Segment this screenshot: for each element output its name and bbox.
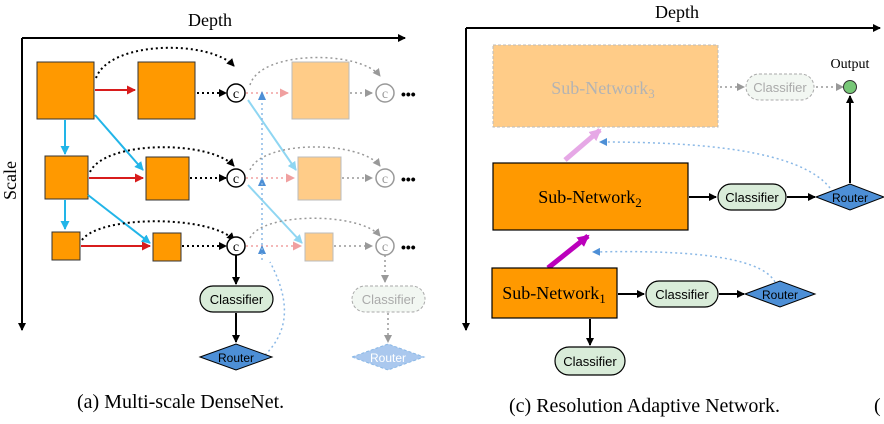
classifier-0: Classifier — [554, 346, 626, 376]
magenta-upscale-arrow — [546, 234, 590, 270]
output-node: Output — [831, 57, 870, 94]
router-feedback-tick — [258, 177, 266, 186]
faded-dense-connection — [249, 56, 381, 86]
concat-node: c — [226, 236, 246, 256]
dense-connection — [95, 46, 235, 79]
faded-cyan-arrow — [247, 99, 297, 171]
svg-text:Output: Output — [831, 57, 870, 72]
ranet-panel: Depth Scale Sub-Network3 Classifier Outp… — [448, 2, 884, 417]
msdnet-panel: Depth Scale c — [0, 10, 426, 413]
classifier-1: Classifier — [645, 280, 719, 308]
block-s1-d3-faded — [291, 61, 350, 120]
block-s2-d1 — [44, 155, 89, 200]
left-scale-label: Scale — [0, 161, 20, 200]
concat-node-faded: c — [375, 83, 395, 103]
router-feedback — [264, 261, 286, 356]
svg-text:c: c — [233, 87, 239, 102]
ellipsis: ••• — [401, 171, 416, 187]
router-feedback-tick — [258, 91, 266, 100]
svg-text:Classifier: Classifier — [655, 287, 709, 302]
cyan-arrow — [87, 194, 151, 244]
svg-text:Sub-Network3: Sub-Network3 — [551, 78, 655, 101]
classifier-node: Classifier — [199, 285, 274, 313]
svg-text:Router: Router — [218, 351, 254, 365]
left-caption: (a) Multi-scale DenseNet. — [77, 391, 284, 413]
svg-text:c: c — [233, 172, 239, 187]
right-caption: (c) Resolution Adaptive Network. — [509, 395, 780, 417]
concat-node-faded: c — [375, 236, 395, 256]
svg-text:c: c — [382, 87, 388, 102]
svg-text:Classifier: Classifier — [725, 190, 779, 205]
block-s1-d1 — [36, 61, 95, 120]
svg-text:Router: Router — [832, 191, 868, 205]
block-s1-d2 — [137, 61, 196, 120]
left-depth-label: Depth — [188, 10, 232, 30]
svg-text:c: c — [382, 240, 388, 255]
svg-text:Classifier: Classifier — [563, 354, 617, 369]
ellipsis: ••• — [401, 86, 416, 102]
router-node-faded: Router — [350, 343, 426, 371]
svg-text:Sub-Network2: Sub-Network2 — [538, 187, 642, 210]
router1-feedback — [592, 247, 776, 283]
subnetwork-3-faded: Sub-Network3 — [492, 44, 719, 128]
right-caption-clipped: ( — [874, 395, 881, 417]
pink-upscale-arrow — [563, 128, 602, 162]
svg-text:Sub-Network1: Sub-Network1 — [502, 283, 606, 306]
block-s3-d1 — [51, 231, 81, 261]
block-s2-d2 — [145, 156, 190, 201]
router-1: Router — [743, 280, 817, 308]
classifier-3-faded: Classifier — [745, 73, 815, 101]
dense-connection — [89, 146, 235, 173]
router-node: Router — [198, 343, 274, 371]
router-2: Router — [814, 183, 884, 211]
classifier-node-faded: Classifier — [351, 285, 426, 313]
svg-text:Router: Router — [370, 351, 406, 365]
svg-text:Router: Router — [762, 288, 798, 302]
subnetwork-2: Sub-Network2 — [492, 162, 689, 231]
block-s3-d3-faded — [304, 232, 334, 262]
svg-text:c: c — [382, 172, 388, 187]
concat-node: c — [226, 168, 246, 188]
right-depth-label: Depth — [655, 2, 699, 22]
right-scale-label-clipped: Scale — [448, 135, 465, 170]
dense-connection — [81, 220, 235, 241]
cyan-arrow — [94, 114, 144, 171]
ellipsis: ••• — [401, 239, 416, 255]
subnetwork-1: Sub-Network1 — [491, 267, 618, 319]
faded-cyan-arrow — [247, 184, 303, 244]
svg-text:Classifier: Classifier — [753, 80, 807, 95]
svg-text:Classifier: Classifier — [210, 292, 264, 307]
classifier-2: Classifier — [717, 183, 787, 211]
concat-node-faded: c — [375, 168, 395, 188]
faded-dense-connection — [249, 217, 381, 239]
svg-text:Classifier: Classifier — [362, 292, 416, 307]
svg-text:c: c — [233, 240, 239, 255]
block-s2-d3-faded — [297, 156, 342, 201]
concat-node: c — [226, 83, 246, 103]
block-s3-d2 — [152, 232, 182, 262]
